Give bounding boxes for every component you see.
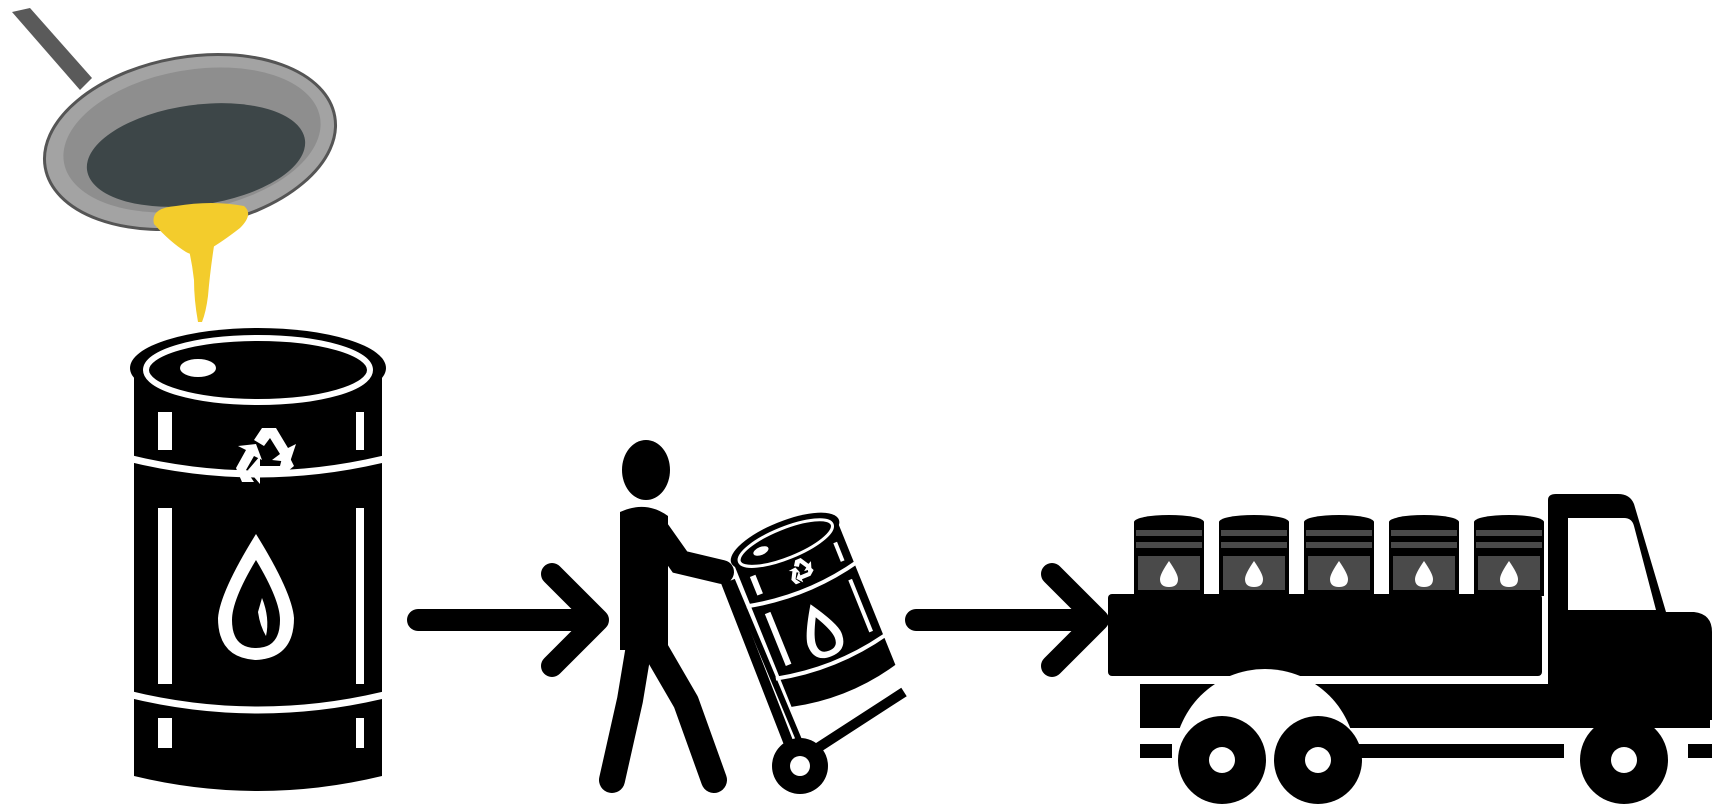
- barrel-bung: [180, 359, 216, 377]
- cargo-barrel-icon: [1134, 515, 1204, 596]
- barrel-highlight-left-2: [158, 508, 172, 684]
- arrow-right-icon: [418, 574, 598, 666]
- oil-barrel-icon: [128, 328, 388, 791]
- worker-hand-truck-icon: [612, 440, 904, 794]
- barrel-highlight-left-3: [158, 718, 172, 748]
- truck-lower-trim-front: [1688, 744, 1712, 758]
- worker-leg-back: [612, 640, 640, 780]
- oil-stream: [188, 246, 214, 322]
- truck-cab-window: [1568, 518, 1656, 610]
- frying-pan-icon: [12, 8, 350, 322]
- worker-head: [622, 440, 670, 500]
- arrow-right-icon: [916, 574, 1098, 666]
- hand-truck-barrel: [722, 500, 902, 715]
- cargo-barrel-icon: [1304, 515, 1374, 596]
- cargo-barrel-icon: [1219, 515, 1289, 596]
- barrel-highlight-right-1: [356, 412, 364, 450]
- barrel-highlight-right-3: [356, 718, 364, 748]
- cargo-barrel-icon: [1474, 515, 1544, 596]
- truck-wheel-rear-1: [1178, 716, 1266, 804]
- truck-cargo: [1134, 515, 1544, 596]
- cargo-barrel-icon: [1389, 515, 1459, 596]
- barrel-highlight-right-2: [356, 508, 364, 684]
- hand-truck-wheel-hub: [790, 756, 810, 776]
- barrel-highlight-left-1: [158, 412, 172, 450]
- truck-icon: [1108, 494, 1712, 804]
- truck-wheel-rear-2: [1274, 716, 1362, 804]
- truck-lower-trim: [1140, 744, 1172, 758]
- truck-wheel-front: [1580, 716, 1668, 804]
- truck-lower-trim-mid: [1358, 744, 1564, 758]
- pan-handle: [12, 8, 92, 90]
- truck-bed: [1108, 594, 1542, 676]
- worker-leg-front: [650, 640, 714, 780]
